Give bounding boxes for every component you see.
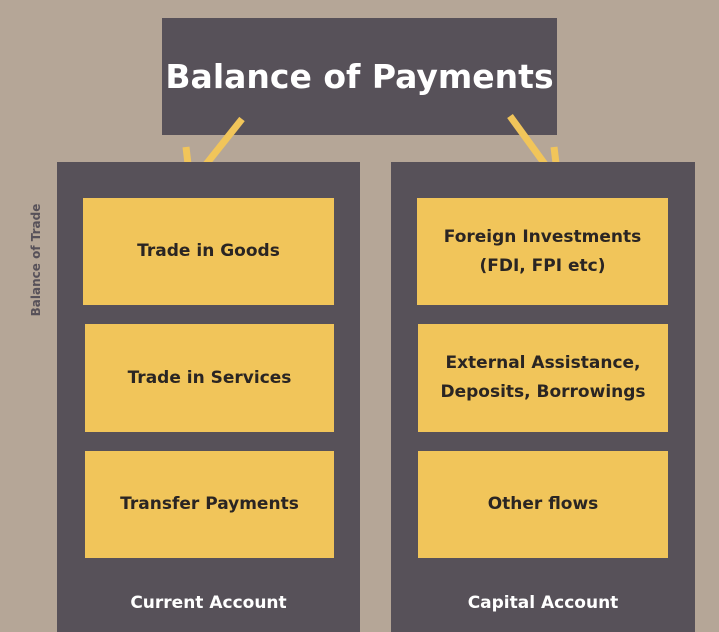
- trade-in-services-card: Trade in Services: [85, 324, 334, 432]
- card-text: Foreign Investments (FDI, FPI etc): [443, 226, 642, 276]
- diagram-title: Balance of Payments: [165, 57, 554, 96]
- card-text: Trade in Services: [127, 367, 292, 388]
- trade-in-goods-card: Trade in Goods: [83, 198, 334, 305]
- capital-account-label: Capital Account: [467, 593, 619, 613]
- title-box: Balance of Payments: [162, 18, 557, 135]
- other-flows-card: Other flows: [418, 451, 668, 558]
- capital-account-panel: Foreign Investments (FDI, FPI etc) Exter…: [391, 162, 695, 632]
- card-text: Transfer Payments: [120, 494, 299, 514]
- transfer-payments-card: Transfer Payments: [85, 451, 334, 558]
- current-account-label: Current Account: [130, 593, 287, 613]
- current-account-panel: Trade in Goods Trade in Services Transfe…: [57, 162, 360, 632]
- external-assistance-card: External Assistance, Deposits, Borrowing…: [418, 324, 668, 432]
- card-text: Other flows: [487, 494, 599, 514]
- foreign-investments-card: Foreign Investments (FDI, FPI etc): [417, 198, 668, 305]
- card-text: External Assistance, Deposits, Borrowing…: [440, 353, 646, 402]
- balance-of-trade-label: Balance of Trade: [29, 203, 43, 317]
- card-text: Trade in Goods: [137, 241, 280, 261]
